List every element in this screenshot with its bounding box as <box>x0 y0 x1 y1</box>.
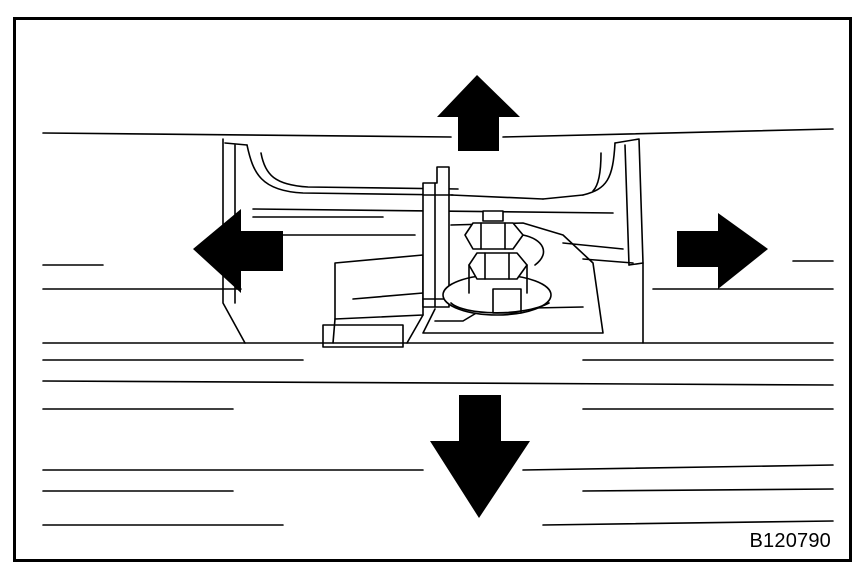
vertical-rod <box>422 166 450 308</box>
arrow-left-icon <box>193 209 283 293</box>
arrow-right-icon <box>677 213 768 289</box>
lower-beam-lines <box>42 342 834 526</box>
upper-panel-lines <box>42 128 834 290</box>
upper-bolt <box>464 210 545 266</box>
lower-bolt <box>442 252 552 316</box>
arrow-up-icon <box>437 75 520 151</box>
arrow-down-icon <box>430 395 530 518</box>
technical-illustration <box>42 75 834 526</box>
figure-code: B120790 <box>749 530 831 552</box>
illustration-frame: B120790 <box>13 17 852 562</box>
